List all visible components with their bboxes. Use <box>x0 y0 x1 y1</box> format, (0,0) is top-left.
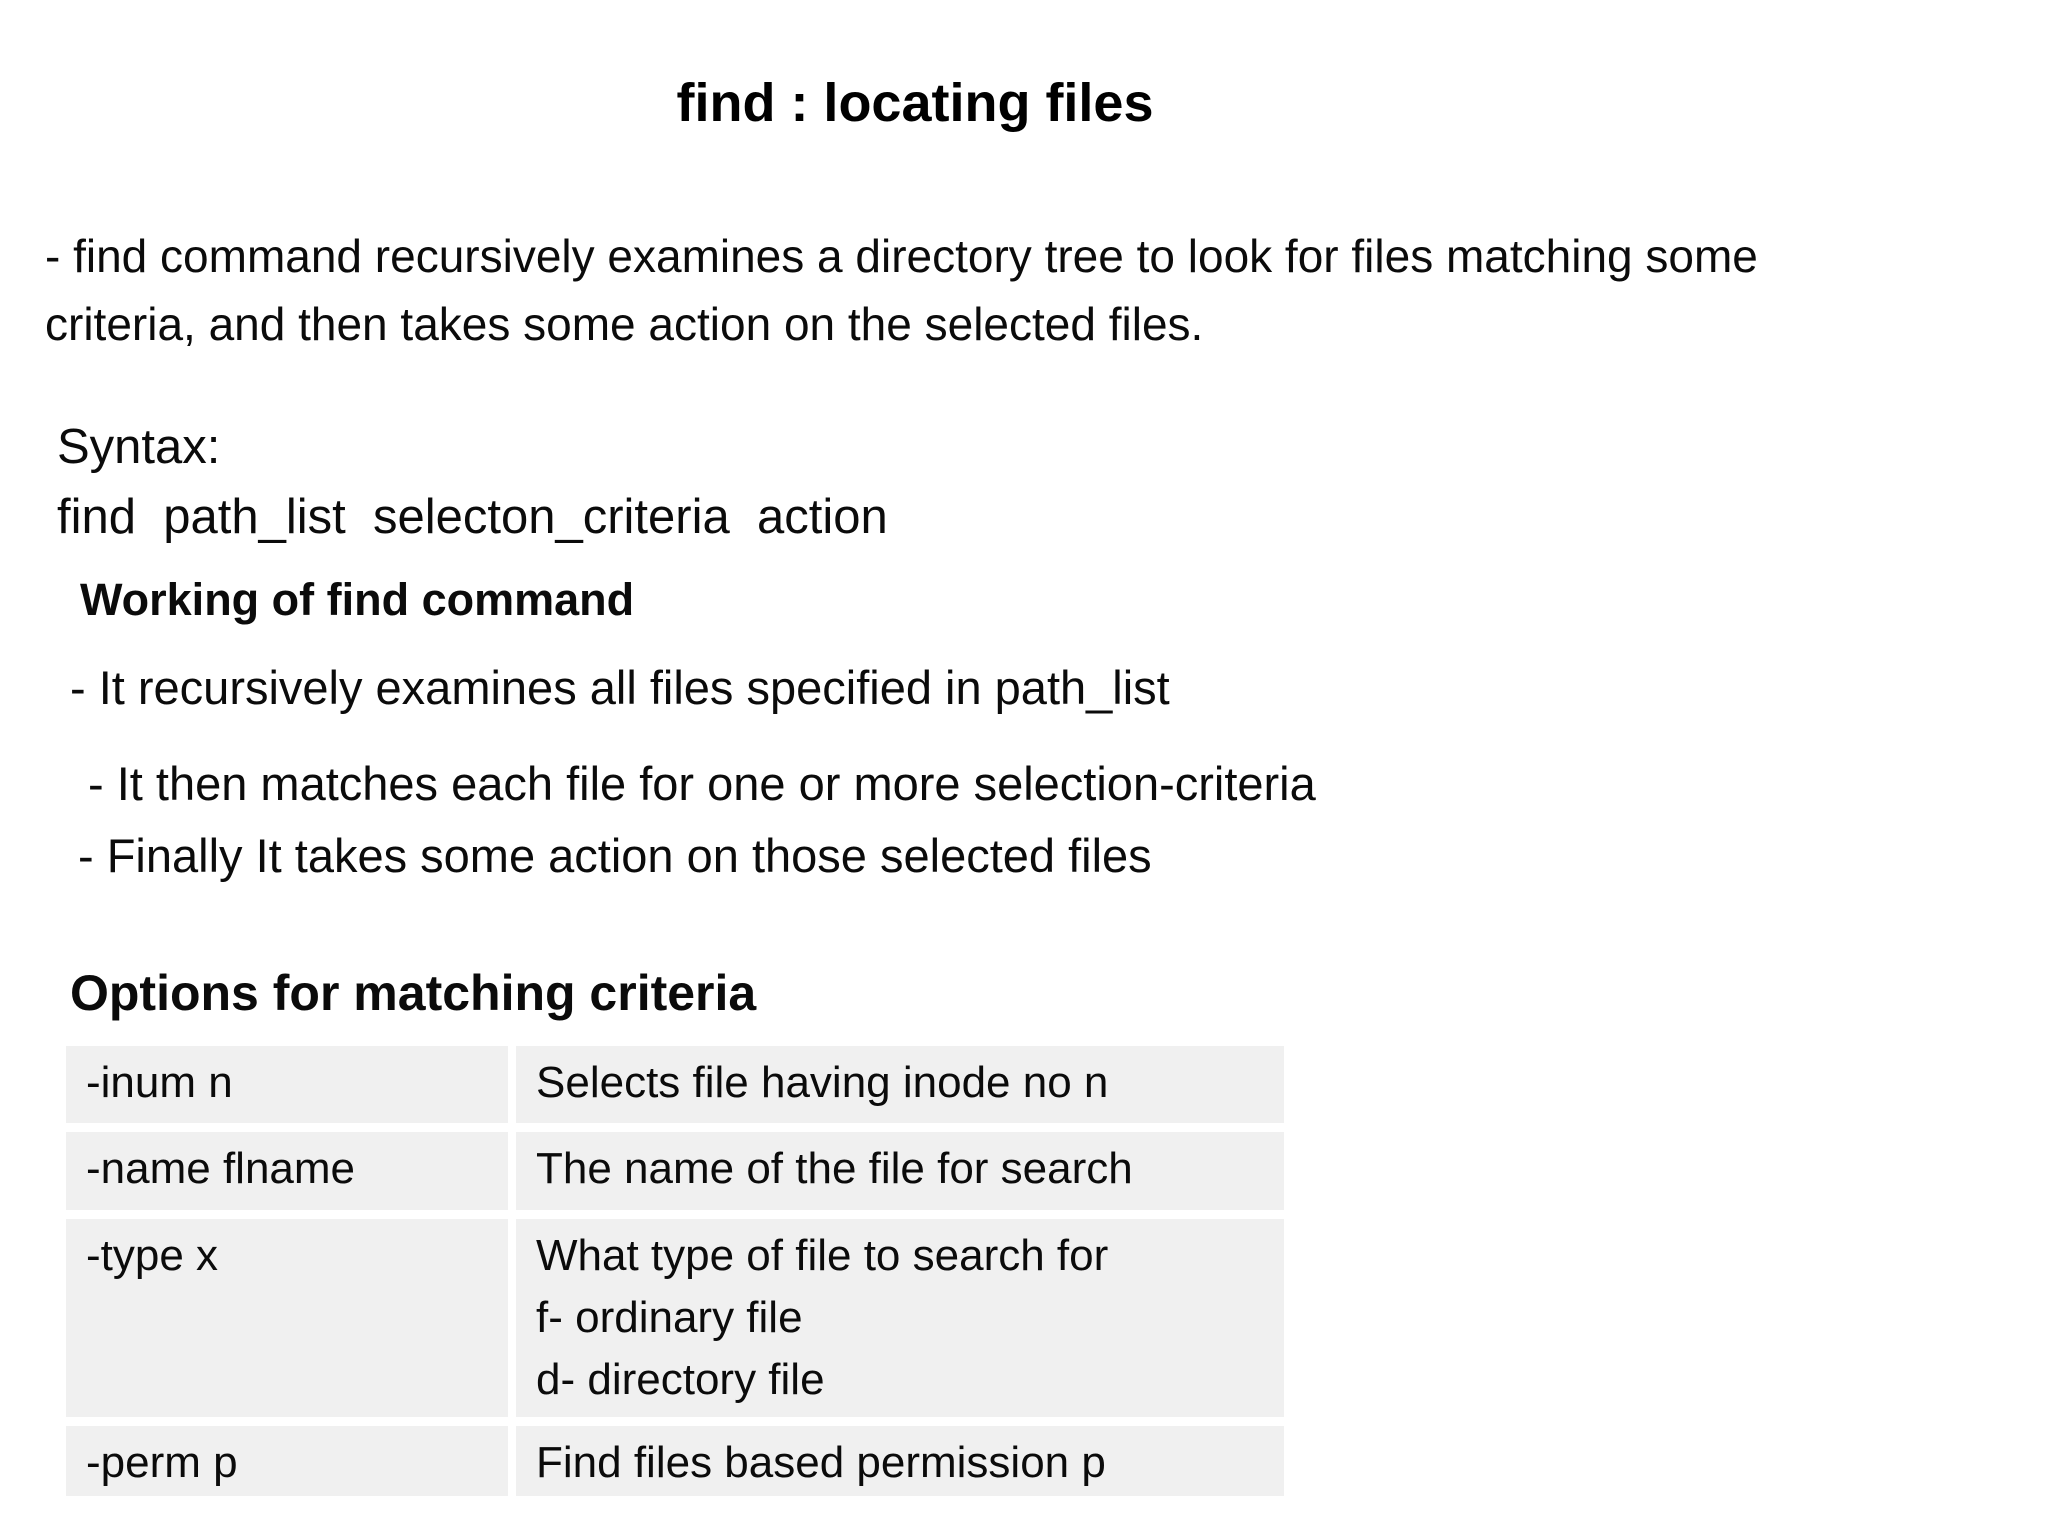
options-table: -inum n Selects file having inode no n -… <box>66 1046 1284 1496</box>
working-point-1: - It recursively examines all files spec… <box>70 661 1170 714</box>
table-cell-description: Find files based permission p <box>516 1426 1284 1496</box>
working-point-2: - It then matches each file for one or m… <box>88 757 1316 810</box>
slide-title: find : locating files <box>676 73 1154 133</box>
table-cell-option: -type x <box>66 1219 508 1417</box>
syntax-block: Syntax: find path_list selecton_criteria… <box>57 412 888 552</box>
table-cell-description: The name of the file for search <box>516 1132 1284 1210</box>
table-cell-option: -perm p <box>66 1426 508 1496</box>
options-heading: Options for matching criteria <box>70 965 757 1021</box>
syntax-command: find path_list selecton_criteria action <box>57 490 888 544</box>
working-point-3: - Finally It takes some action on those … <box>78 829 1152 882</box>
table-cell-description: Selects file having inode no n <box>516 1046 1284 1123</box>
table-cell-option: -inum n <box>66 1046 508 1123</box>
working-heading: Working of find command <box>80 574 635 625</box>
intro-paragraph: - find command recursively examines a di… <box>45 222 1758 358</box>
intro-line-2: criteria, and then takes some action on … <box>45 298 1204 350</box>
intro-line-1: - find command recursively examines a di… <box>45 230 1758 282</box>
table-cell-option: -name flname <box>66 1132 508 1210</box>
syntax-label: Syntax: <box>57 420 221 474</box>
table-cell-description: What type of file to search for f- ordin… <box>516 1219 1284 1417</box>
